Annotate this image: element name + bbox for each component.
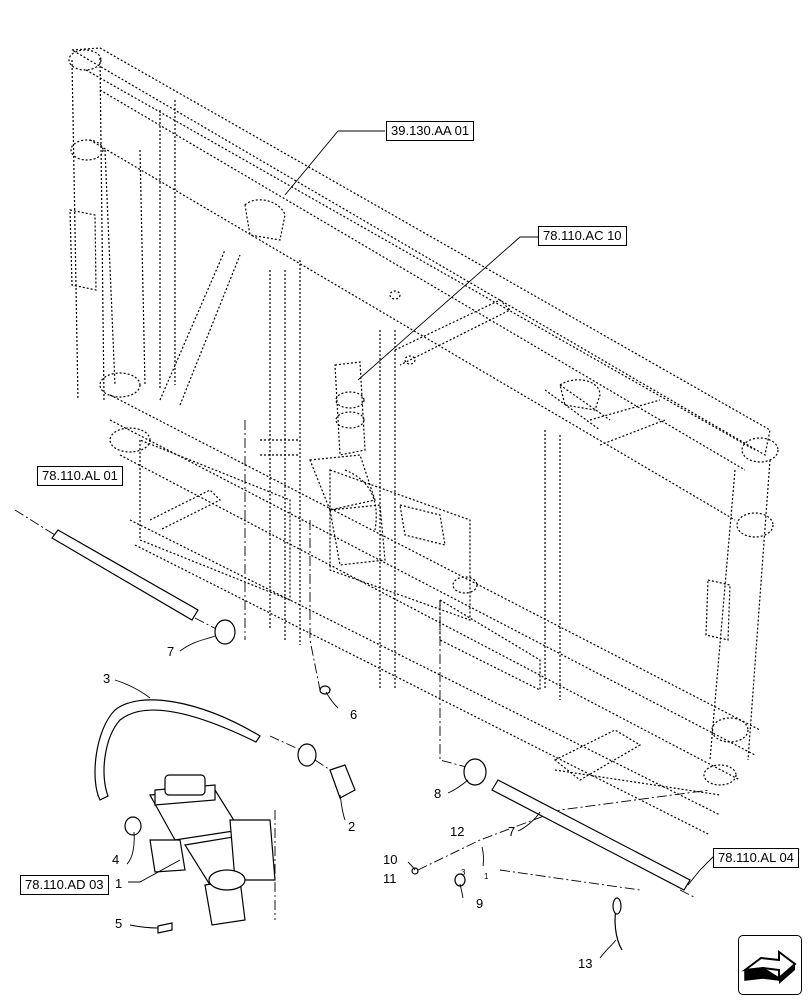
callout-11: 11 bbox=[383, 871, 397, 886]
next-page-arrow-icon bbox=[741, 950, 797, 984]
leader-lines bbox=[114, 130, 715, 959]
loose-parts bbox=[51, 529, 691, 951]
clamp-4 bbox=[124, 816, 142, 836]
callout-10: 10 bbox=[383, 852, 398, 867]
ref-frame[interactable]: 39.130.AA 01 bbox=[386, 121, 475, 141]
clamp-8 bbox=[463, 758, 487, 786]
ref-hose-right[interactable]: 78.110.AL 04 bbox=[713, 848, 799, 868]
clip-9 bbox=[454, 873, 466, 887]
bolt-5 bbox=[157, 922, 173, 934]
hose-left bbox=[51, 529, 199, 621]
callout-4: 4 bbox=[112, 852, 120, 867]
small-label-1: 1 bbox=[484, 872, 489, 881]
callout-7-left: 7 bbox=[167, 644, 175, 659]
hose-right bbox=[491, 779, 691, 891]
boom-frame bbox=[68, 47, 779, 836]
elbow-fitting bbox=[329, 764, 356, 799]
next-page-button[interactable] bbox=[738, 935, 802, 995]
callout-3: 3 bbox=[103, 671, 111, 686]
callout-12: 12 bbox=[450, 824, 465, 839]
callout-8: 8 bbox=[434, 786, 442, 801]
callout-5: 5 bbox=[115, 916, 123, 931]
hose-3 bbox=[94, 699, 261, 801]
callout-9: 9 bbox=[476, 896, 484, 911]
callout-7-right: 7 bbox=[508, 824, 516, 839]
callout-13: 13 bbox=[578, 956, 593, 971]
ref-hose-left[interactable]: 78.110.AL 01 bbox=[37, 466, 123, 486]
callout-6: 6 bbox=[350, 707, 358, 722]
clamp-left bbox=[214, 619, 236, 645]
ref-valve-block[interactable]: 78.110.AC 10 bbox=[538, 226, 627, 246]
callout-2: 2 bbox=[348, 819, 356, 834]
callout-1: 1 bbox=[115, 876, 123, 891]
clamp-mid bbox=[297, 743, 317, 767]
small-label-3: 3 bbox=[461, 868, 466, 877]
fitting-6 bbox=[319, 685, 331, 695]
nut-11 bbox=[411, 867, 419, 875]
ref-valve-assembly[interactable]: 78.110.AD 03 bbox=[20, 875, 109, 895]
